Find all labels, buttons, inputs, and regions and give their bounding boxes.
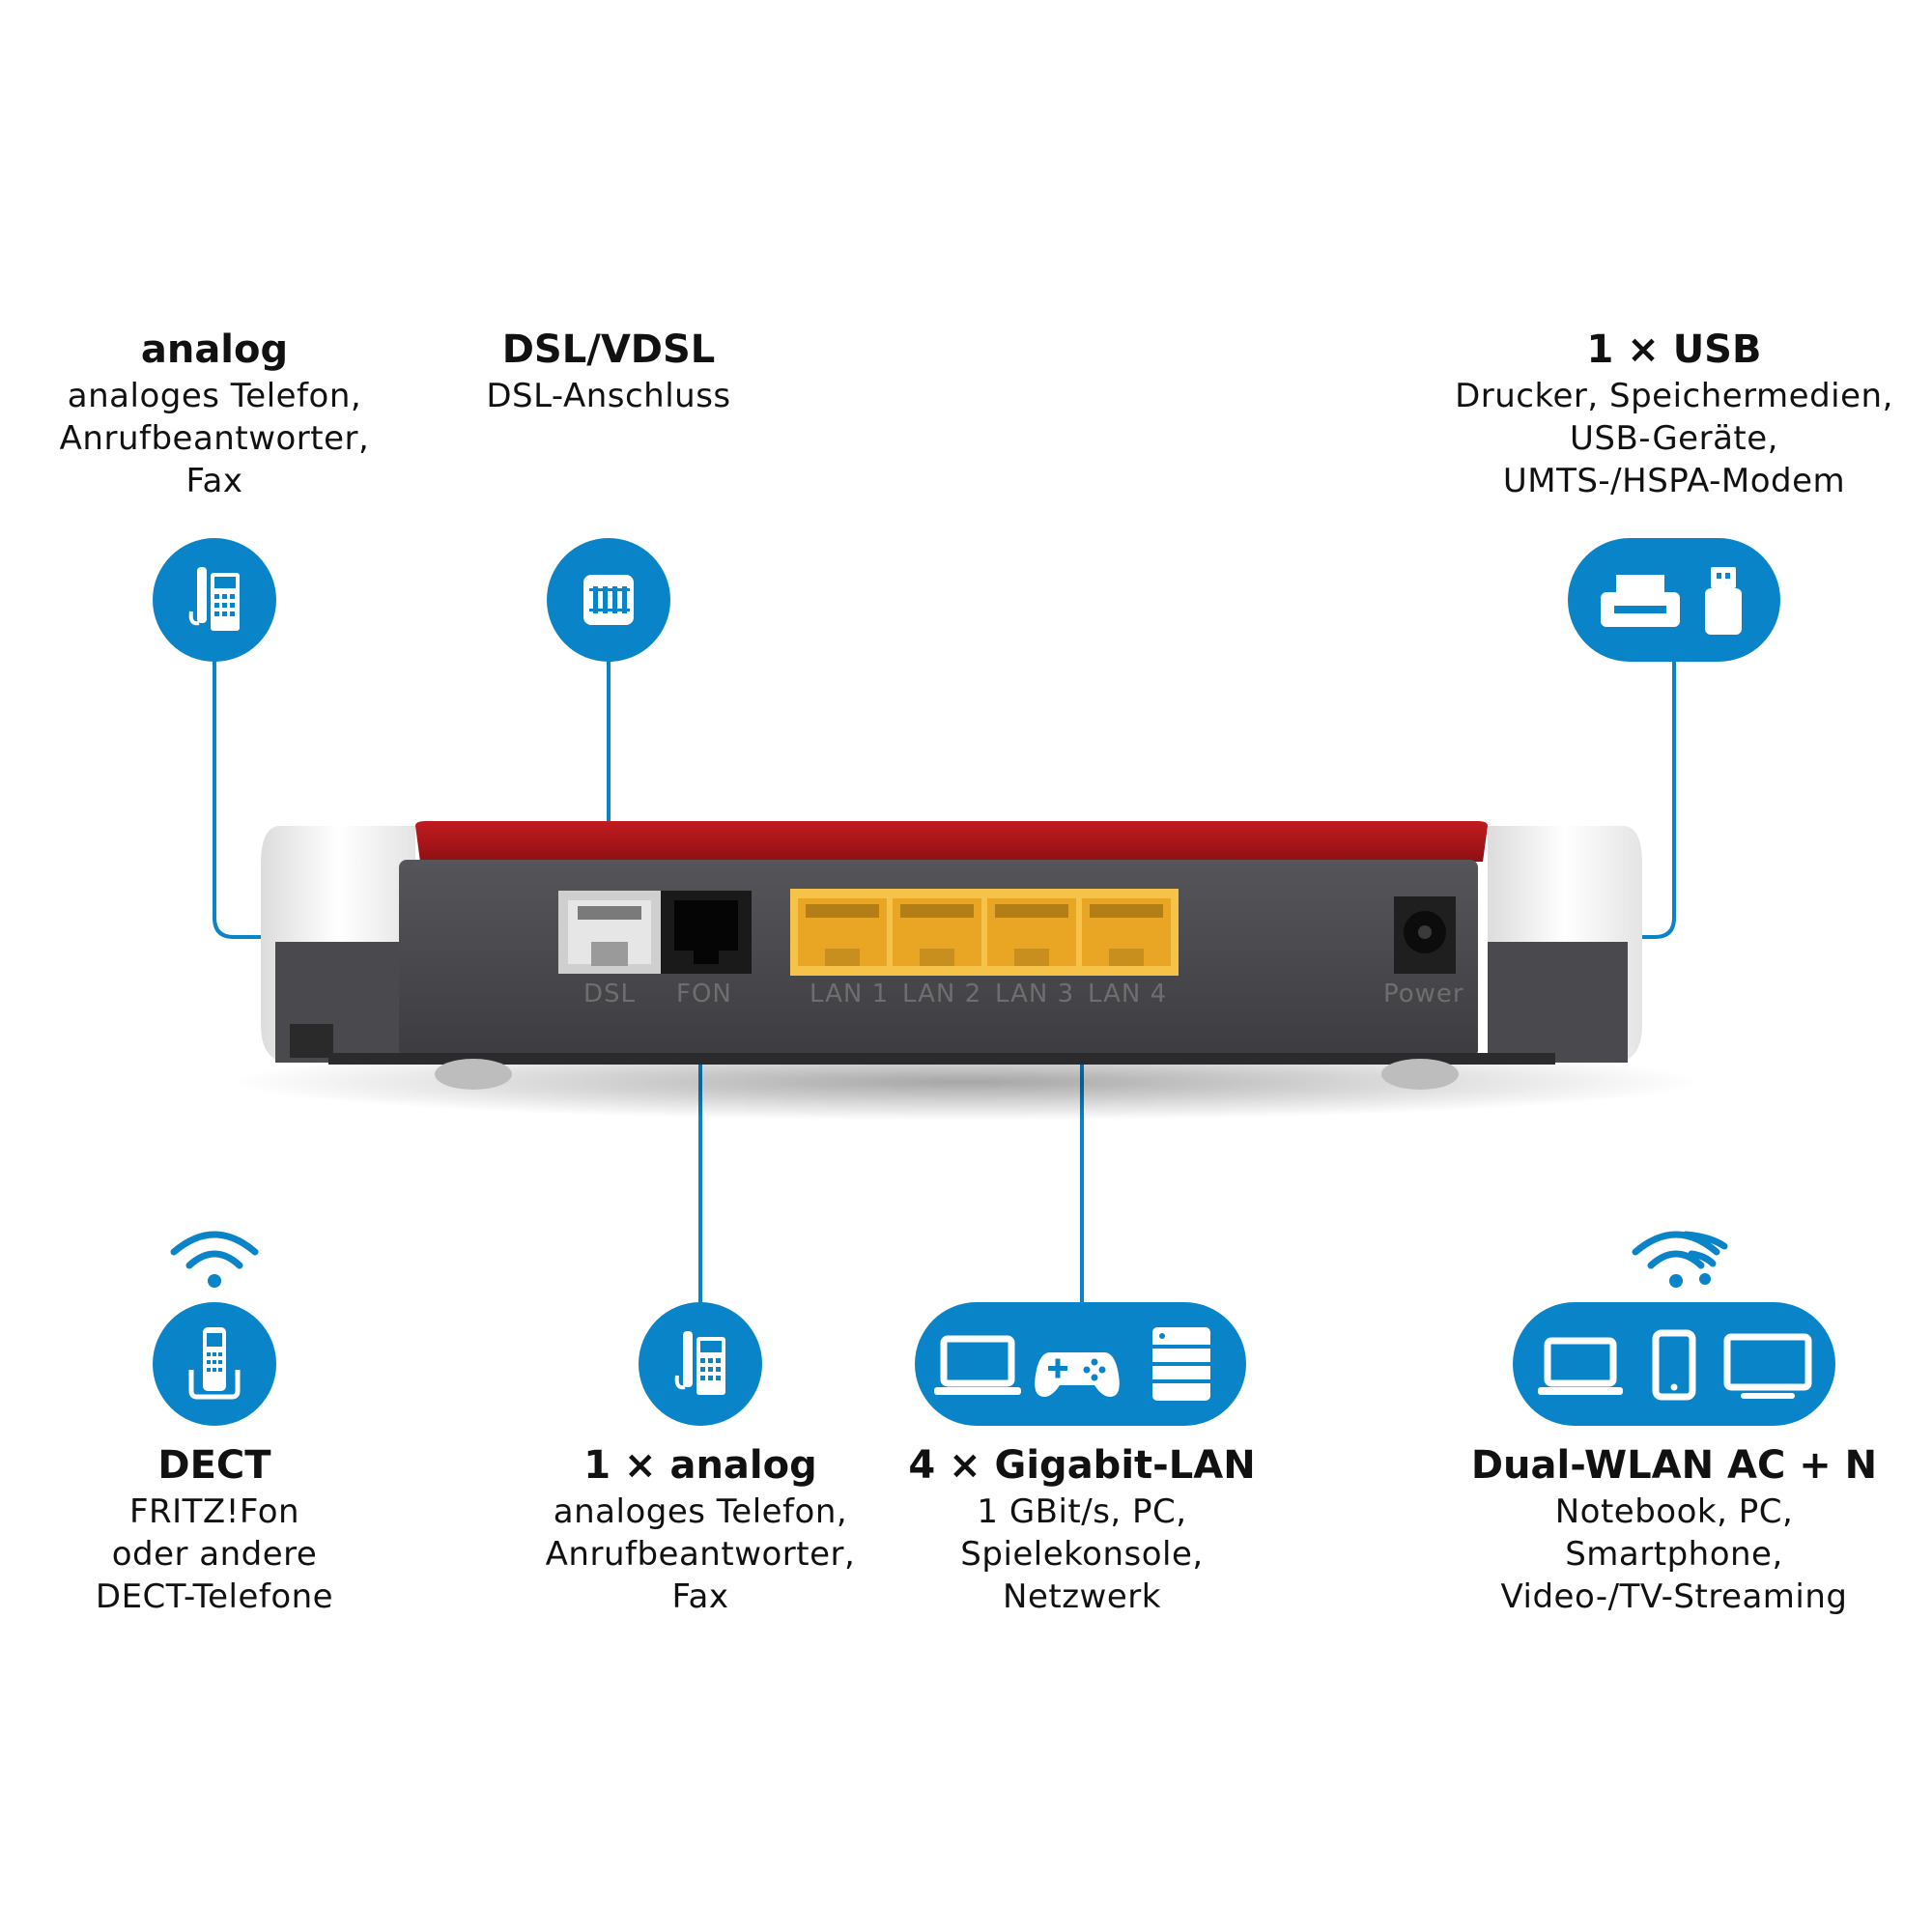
usb-stick-icon [1705,567,1742,635]
label-line: 1 GBit/s, PC, [977,1492,1187,1531]
dsl-port-icon [583,575,634,625]
router-red-top [415,821,1488,862]
port-label-lan3: LAN 3 [995,980,1075,1009]
fon-port [661,891,752,974]
label-line: Drucker, Speichermedien, [1455,377,1893,415]
bubble-wlan [1513,1302,1835,1426]
label-title: DSL/VDSL [501,327,716,372]
port-label-fon: FON [676,980,732,1009]
server-icon [1152,1327,1210,1401]
bubble-analog-top [153,538,276,662]
label-lan: 4 × Gigabit-LAN 1 GBit/s, PC, Spielekons… [831,1440,1333,1618]
port-label-power: Power [1383,980,1464,1009]
label-analog-bottom: 1 × analog analoges Telefon, Anrufbeantw… [449,1440,952,1618]
label-title: 1 × analog [583,1443,817,1488]
power-port [1394,896,1456,974]
port-label-lan4: LAN 4 [1088,980,1168,1009]
label-line: USB-Geräte, [1570,419,1778,458]
label-dsl: DSL/VDSL DSL-Anschluss [357,325,860,417]
label-line: DSL-Anschluss [486,377,731,415]
connector-analog-top [213,657,275,939]
bubble-lan [915,1302,1246,1426]
port-label-dsl: DSL [583,980,637,1009]
label-line: DECT-Telefone [95,1577,334,1616]
label-line: Netzwerk [1003,1577,1161,1616]
laptop-icon [934,1335,1021,1395]
label-title: analog [140,327,289,372]
wifi-icon [1632,1231,1728,1288]
label-line: UMTS-/HSPA-Modem [1502,462,1846,500]
label-line: Notebook, PC, [1554,1492,1794,1531]
label-usb: 1 × USB Drucker, Speichermedien, USB-Ger… [1404,325,1932,502]
router-foot-left [435,1059,512,1090]
label-line: oder andere [111,1535,318,1574]
label-analog-top: analog analoges Telefon, Anrufbeantworte… [0,325,466,502]
bubble-usb [1568,538,1780,662]
gamepad-icon [1035,1352,1120,1397]
port-label-lan1: LAN 1 [810,980,890,1009]
connector-usb [1613,659,1676,939]
label-wlan: Dual-WLAN AC + N Notebook, PC, Smartphon… [1423,1440,1925,1618]
label-title: 4 × Gigabit-LAN [908,1443,1256,1488]
smartphone-icon [1652,1329,1696,1401]
label-line: Fax [671,1577,729,1616]
label-line: Fax [185,462,243,500]
label-title: 1 × USB [1586,327,1762,372]
lan-ports [790,889,1179,976]
label-line: FRITZ!Fon [128,1492,300,1531]
router-foot-right [1381,1059,1459,1090]
label-line: Smartphone, [1565,1535,1783,1574]
label-line: analoges Telefon, [67,377,362,415]
monitor-icon [1723,1333,1812,1399]
label-line: Spielekonsole, [960,1535,1204,1574]
wifi-icon [170,1231,259,1288]
bubble-dsl [547,538,670,662]
label-line: Anrufbeantworter, [59,419,370,458]
port-label-lan2: LAN 2 [902,980,982,1009]
label-title: Dual-WLAN AC + N [1470,1443,1878,1488]
dsl-port [558,891,661,974]
bubble-dect [153,1302,276,1426]
label-line: Video-/TV-Streaming [1500,1577,1848,1616]
label-dect: DECT FRITZ!Fon oder andere DECT-Telefone [0,1440,466,1618]
cordless-phone-icon [188,1327,241,1400]
desk-phone-icon [188,567,240,631]
laptop-icon [1538,1337,1623,1395]
label-line: analoges Telefon, [553,1492,848,1531]
label-line: Anrufbeantworter, [545,1535,856,1574]
desk-phone-icon [674,1331,725,1395]
label-title: DECT [157,1443,271,1488]
bubble-analog-bottom [639,1302,762,1426]
printer-icon [1601,575,1680,627]
